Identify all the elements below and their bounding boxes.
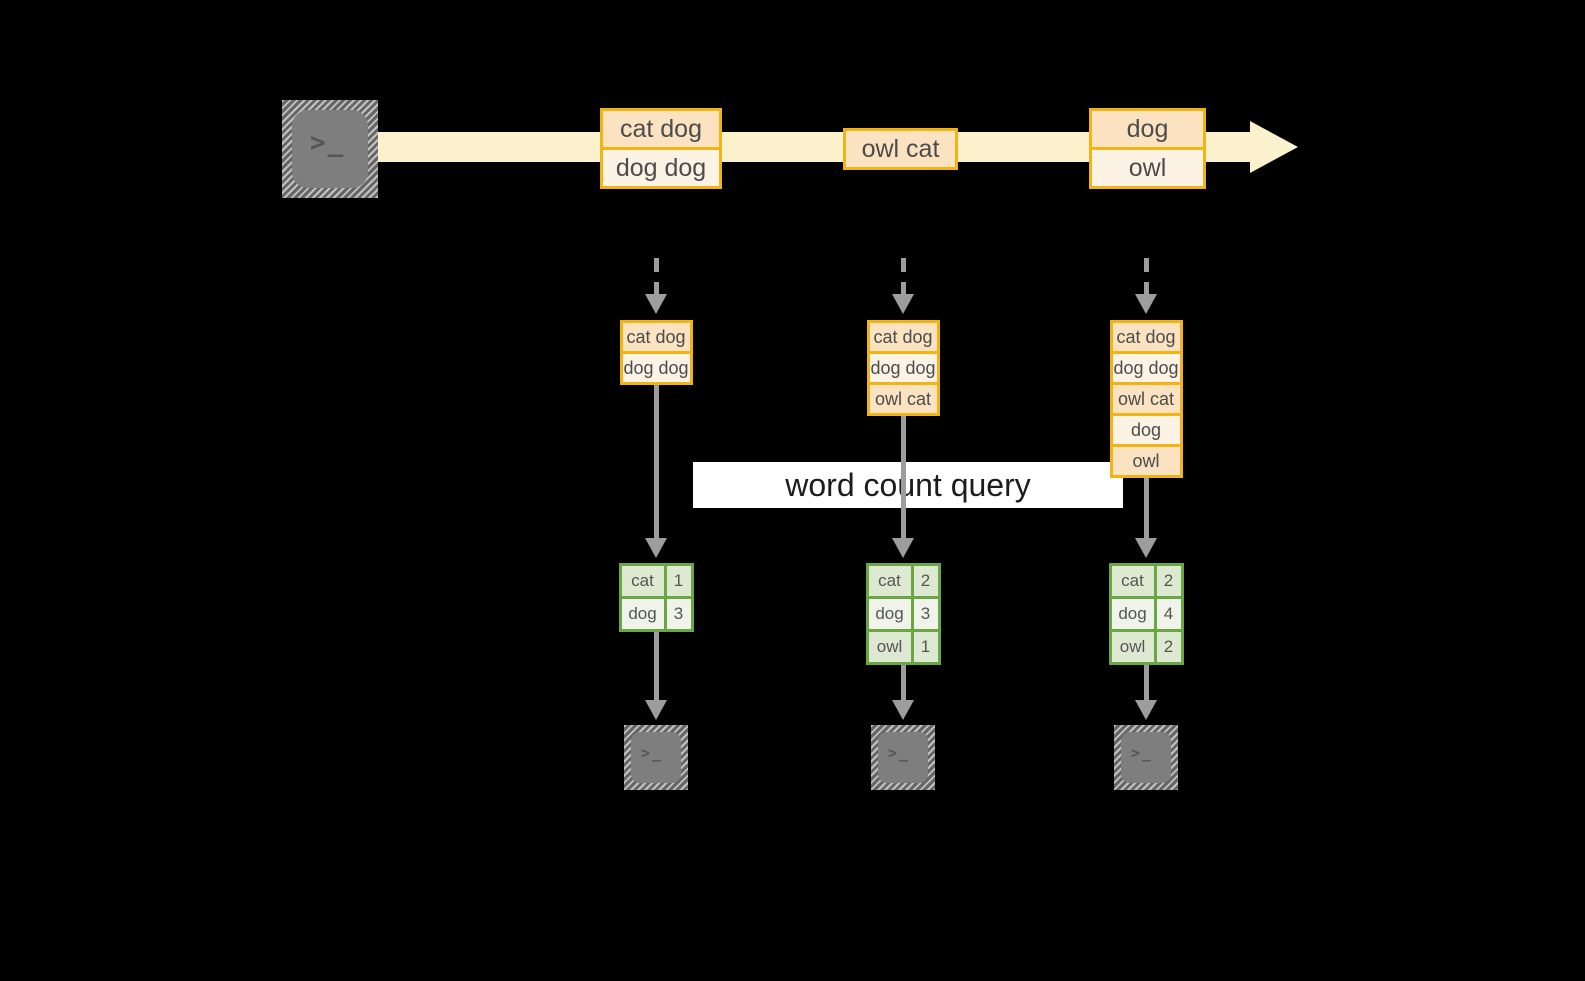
terminal-prompt-icon: >_	[1131, 744, 1154, 762]
count-cell: 4	[1156, 599, 1181, 629]
buffer-cell: owl cat	[869, 385, 937, 413]
record-cell: dog	[1092, 111, 1203, 147]
word-cell: owl	[1111, 632, 1154, 662]
count-cell: 3	[666, 599, 691, 629]
arrowhead-icon	[645, 700, 667, 720]
record-cell: owl cat	[846, 131, 955, 167]
terminal-prompt-icon: >_	[641, 744, 664, 762]
stream-record-box-3: dog owl	[1089, 108, 1206, 189]
output-terminal-icon-1: >_	[624, 725, 688, 790]
buffer-cell: dog	[1112, 416, 1180, 444]
buffer-box-1: cat dog dog dog	[619, 320, 693, 385]
stream-to-buffer-arrow-1	[645, 258, 667, 314]
buffer-cell: cat dog	[1112, 323, 1180, 351]
record-cell: owl	[1092, 150, 1203, 186]
stream-record-box-2: owl cat	[843, 128, 958, 170]
terminal-prompt-icon: >_	[310, 128, 346, 158]
table-to-output-arrow-3	[1135, 661, 1157, 720]
arrowhead-icon	[1135, 538, 1157, 558]
buffer-box-2: cat dog dog dog owl cat	[866, 320, 940, 416]
buffer-to-table-arrow-1	[645, 385, 667, 558]
count-cell: 1	[666, 566, 691, 596]
output-terminal-icon-3: >_	[1114, 725, 1178, 790]
word-cell: dog	[621, 599, 664, 629]
terminal-screen: >_	[292, 110, 368, 188]
terminal-prompt-icon: >_	[888, 744, 911, 762]
word-cell: owl	[868, 632, 911, 662]
arrowhead-icon	[892, 294, 914, 314]
buffer-cell: owl	[1112, 447, 1180, 475]
buffer-cell: dog dog	[869, 354, 937, 382]
count-table-3: cat 2 dog 4 owl 2	[1108, 563, 1184, 665]
output-terminal-icon-2: >_	[871, 725, 935, 790]
terminal-screen: >_	[631, 732, 681, 783]
arrowhead-icon	[645, 294, 667, 314]
source-terminal-icon: >_	[282, 100, 378, 198]
buffer-cell: dog dog	[622, 354, 690, 382]
query-label: word count query	[693, 462, 1123, 508]
arrowhead-icon	[892, 700, 914, 720]
buffer-to-table-arrow-3	[1135, 478, 1157, 558]
arrowhead-icon	[1135, 294, 1157, 314]
count-cell: 2	[1156, 632, 1181, 662]
count-table-2: cat 2 dog 3 owl 1	[865, 563, 941, 665]
stream-to-buffer-arrow-2	[892, 258, 914, 314]
word-cell: dog	[1111, 599, 1154, 629]
arrowhead-icon	[892, 538, 914, 558]
buffer-cell: dog dog	[1112, 354, 1180, 382]
terminal-screen: >_	[878, 732, 928, 783]
table-to-output-arrow-2	[892, 661, 914, 720]
record-cell: dog dog	[603, 150, 719, 186]
stream-record-box-1: cat dog dog dog	[600, 108, 722, 189]
count-cell: 3	[913, 599, 938, 629]
terminal-screen: >_	[1121, 732, 1171, 783]
buffer-cell: owl cat	[1112, 385, 1180, 413]
count-cell: 2	[1156, 566, 1181, 596]
word-cell: cat	[868, 566, 911, 596]
buffer-cell: cat dog	[622, 323, 690, 351]
word-cell: cat	[1111, 566, 1154, 596]
arrowhead-icon	[1135, 700, 1157, 720]
record-cell: cat dog	[603, 111, 719, 147]
buffer-to-table-arrow-2	[892, 416, 914, 558]
table-to-output-arrow-1	[645, 629, 667, 720]
stream-to-buffer-arrow-3	[1135, 258, 1157, 314]
stream-arrowhead-icon	[1250, 121, 1298, 173]
count-cell: 1	[913, 632, 938, 662]
arrowhead-icon	[645, 538, 667, 558]
buffer-cell: cat dog	[869, 323, 937, 351]
buffer-box-3: cat dog dog dog owl cat dog owl	[1109, 320, 1183, 478]
word-cell: cat	[621, 566, 664, 596]
count-table-1: cat 1 dog 3	[618, 563, 694, 632]
count-cell: 2	[913, 566, 938, 596]
word-cell: dog	[868, 599, 911, 629]
